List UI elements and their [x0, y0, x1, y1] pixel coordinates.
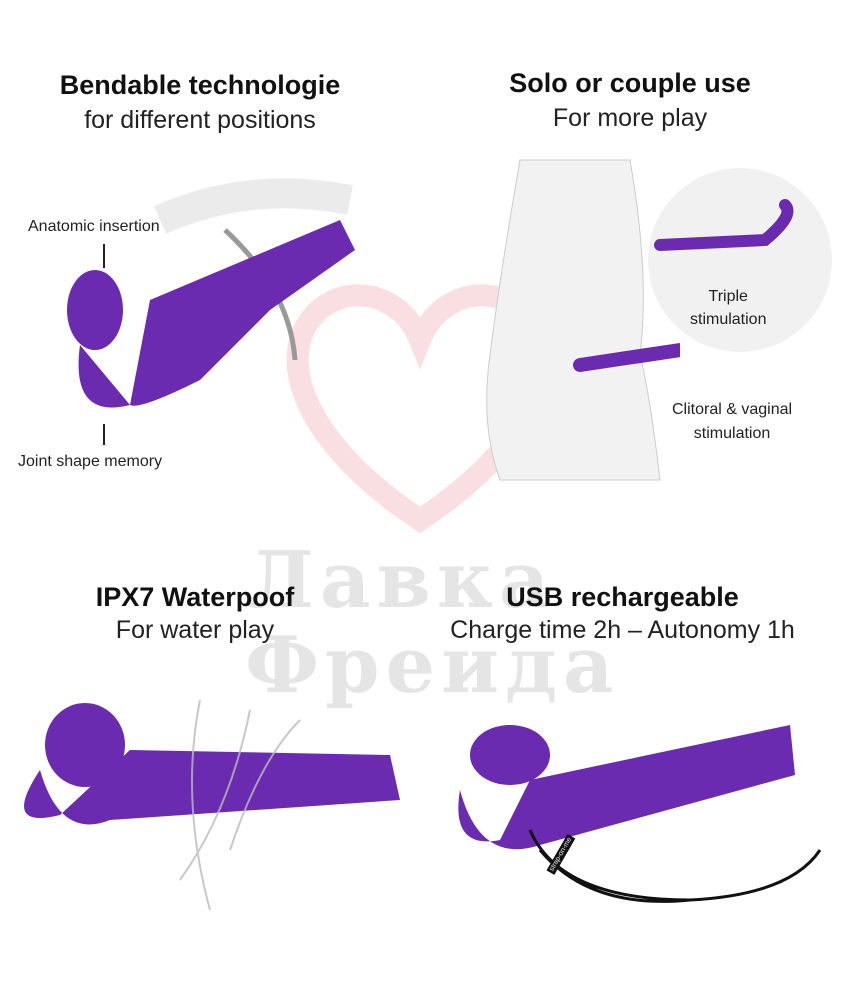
waterproof-title: IPX7 Waterpoof	[95, 582, 295, 612]
triple-stimulation-circle	[648, 168, 832, 352]
bendable-subtitle: for different positions	[84, 106, 316, 134]
usb-title: USB rechargeable	[506, 582, 739, 612]
usb-subtitle: Charge time 2h – Autonomy 1h	[450, 616, 795, 644]
product-bendable-image	[67, 178, 356, 445]
triple-stimulation-label: Triple stimulation	[690, 288, 767, 328]
watermark-line2: Фреида	[245, 620, 620, 711]
solo-subtitle: For more play	[552, 104, 708, 132]
watermark-line1: Лавка	[245, 535, 556, 626]
product-waterproof-image	[24, 699, 400, 911]
bendable-title: Bendable technologie	[59, 70, 341, 100]
joint-shape-memory-label: Joint shape memory	[18, 453, 163, 470]
clitoral-vaginal-label: Clitoral & vaginal stimulation	[672, 401, 793, 442]
product-usb-image	[458, 725, 822, 903]
waterproof-subtitle: For water play	[115, 616, 275, 644]
solo-title: Solo or couple use	[509, 68, 751, 98]
anatomic-insertion-label: Anatomic insertion	[28, 218, 160, 235]
body-silhouette-image	[486, 159, 680, 481]
